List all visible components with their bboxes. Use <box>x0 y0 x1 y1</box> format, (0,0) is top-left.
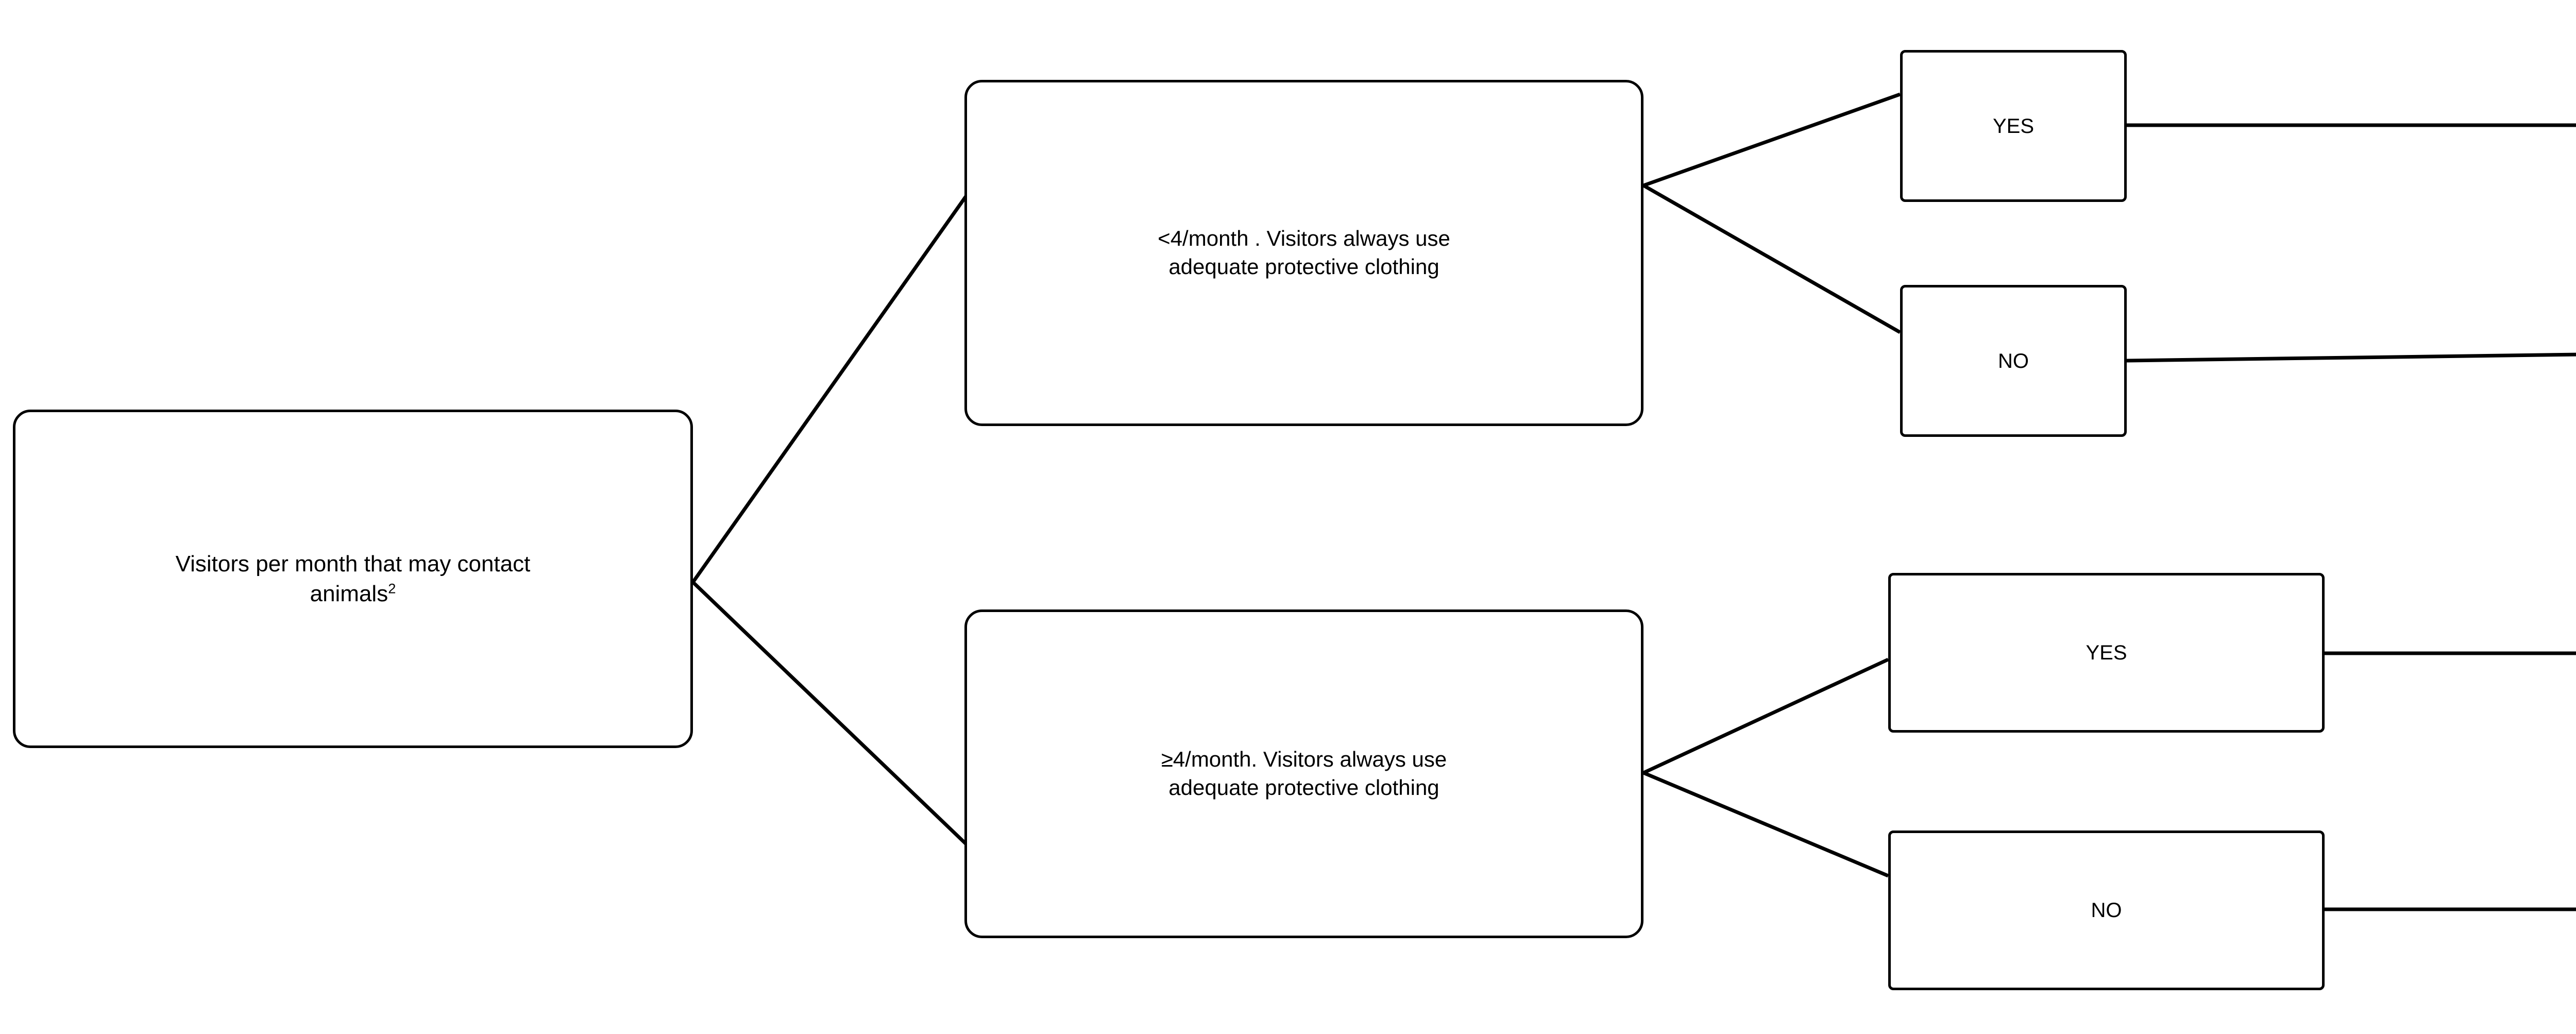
answer-node-upper-yes[interactable]: YES <box>1900 50 2127 202</box>
edge-root-to-lower-condition <box>691 581 969 846</box>
edge-upper-condition-to-yes <box>1642 92 1901 188</box>
answer-node-lower-no[interactable]: NO <box>1888 830 2325 990</box>
answer-node-upper-no[interactable]: NO <box>1900 285 2127 437</box>
answer-node-lower-no-label: NO <box>2091 899 2122 922</box>
edge-lower-condition-to-yes <box>1642 657 1889 775</box>
root-node[interactable]: Visitors per month that may contact anim… <box>13 410 693 748</box>
root-node-label: Visitors per month that may contact anim… <box>175 551 531 606</box>
answer-node-upper-yes-label: YES <box>1992 114 2035 138</box>
answer-node-lower-yes-label: YES <box>2086 641 2127 664</box>
condition-node-upper-label: <4/month . Visitors always use adequate … <box>1158 226 1450 279</box>
condition-node-lower[interactable]: ≥4/month. Visitors always use adequate p… <box>964 609 1643 938</box>
answer-node-lower-yes[interactable]: YES <box>1888 573 2325 733</box>
condition-node-upper[interactable]: <4/month . Visitors always use adequate … <box>964 80 1643 426</box>
answer-node-upper-no-label: NO <box>1998 349 2029 372</box>
root-footnote-marker: 2 <box>388 580 396 596</box>
edge-root-to-upper-condition <box>691 193 969 584</box>
condition-node-lower-label: ≥4/month. Visitors always use adequate p… <box>1161 747 1447 800</box>
edge-lower-condition-to-no <box>1642 771 1889 878</box>
edge-no-to-e2 <box>2126 352 2576 363</box>
edge-upper-condition-to-no <box>1642 183 1901 334</box>
